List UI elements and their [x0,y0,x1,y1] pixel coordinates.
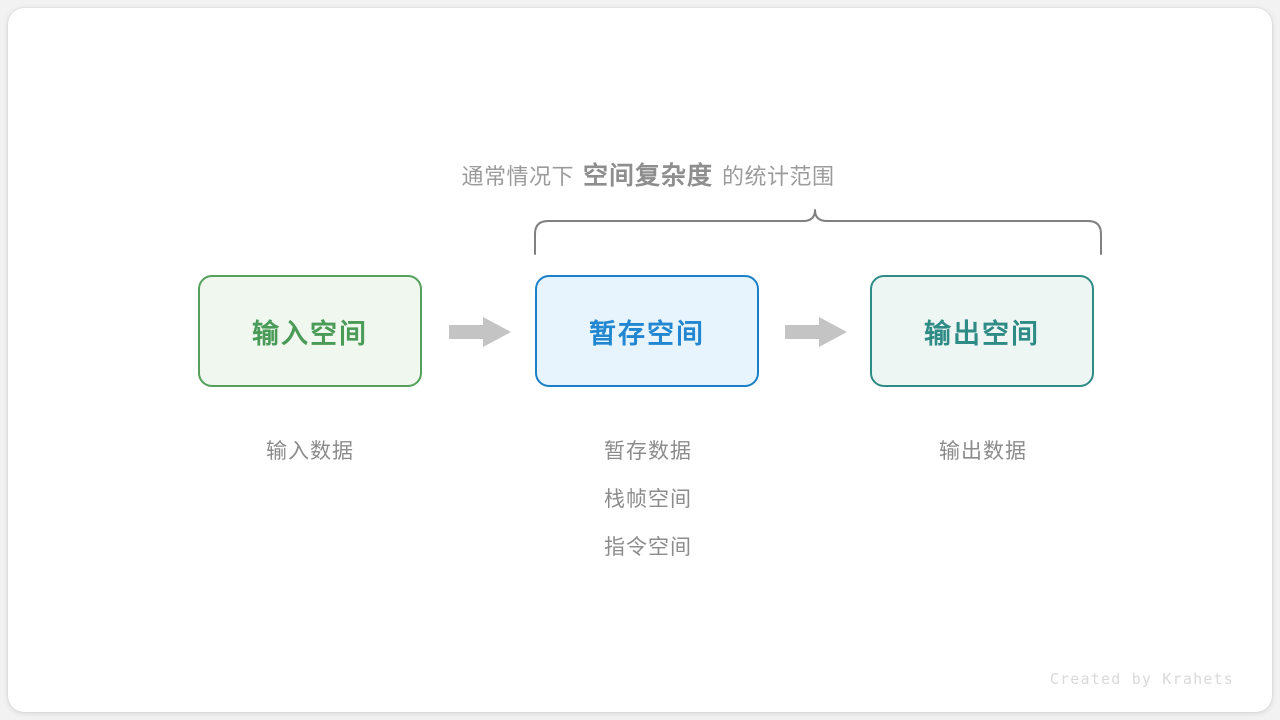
box-output-space[interactable]: 输出空间 [870,275,1094,387]
column-temp-line-3: 指令空间 [604,536,692,559]
caption-prefix: 通常情况下 [461,164,574,189]
column-temp: 暂存数据 栈帧空间 指令空间 [498,428,798,572]
column-output: 输出数据 [833,428,1133,476]
box-output-space-label: 输出空间 [924,318,1040,349]
box-input-space-label: 输入空间 [252,318,368,349]
column-captions: 输入数据 暂存数据 栈帧空间 指令空间 输出数据 [8,428,1280,568]
column-temp-line-2: 栈帧空间 [604,488,692,511]
space-flow-row: 输入空间 暂存空间 输出空间 [8,275,1280,389]
brace-caption: 通常情况下空间复杂度的统计范围 [8,158,1280,198]
caption-highlight: 空间复杂度 [582,162,713,190]
content-card: 通常情况下空间复杂度的统计范围 输入空间 暂存空间 [8,8,1272,712]
watermark: Created by Krahets [1049,670,1234,688]
column-temp-line-1: 暂存数据 [604,440,692,463]
arrow-temp-to-output-icon [785,317,847,347]
box-input-space[interactable]: 输入空间 [198,275,422,387]
arrow-input-to-temp-icon [449,317,511,347]
box-temp-space[interactable]: 暂存空间 [535,275,759,387]
brace [523,204,1113,256]
column-input-line-1: 输入数据 [266,440,354,463]
brace-icon [534,209,1102,255]
column-output-line-1: 输出数据 [939,440,1027,463]
caption-suffix: 的统计范围 [722,164,835,189]
box-temp-space-label: 暂存空间 [589,318,705,349]
column-input: 输入数据 [160,428,460,476]
